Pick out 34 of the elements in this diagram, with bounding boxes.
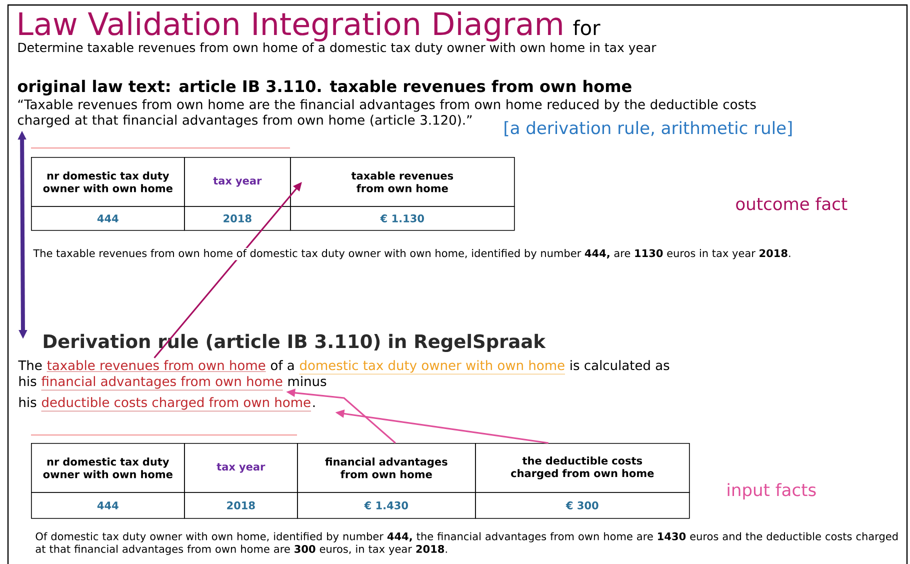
value-cell: 2018 — [184, 492, 298, 519]
linked-term: domestic tax duty owner with own home — [299, 360, 566, 374]
outcome-label: outcome fact — [736, 197, 848, 210]
value-cell: 444 — [31, 492, 185, 519]
fact-sentence: The taxable revenues from own home of domestic tax duty owner with own home, identified by number 444, are 1130 euros in tax year 2018. — [32, 248, 792, 260]
value-cell: € 1.430 — [297, 492, 476, 519]
linked-term: taxable revenues from own home — [46, 360, 266, 372]
input-label: input facts — [728, 483, 816, 500]
header-cell: tax year — [184, 157, 291, 207]
value-cell: 444 — [31, 206, 185, 231]
rule-text: . — [313, 405, 315, 407]
header-cell: nr domestic tax duty owner with own home — [31, 443, 185, 493]
rule-text: of a — [270, 360, 294, 370]
rule-text: The — [18, 360, 42, 370]
value-cell: 2018 — [184, 206, 291, 231]
linked-term: deductible costs charged from own home — [41, 397, 312, 412]
section-heading: original law text: article IB 3.110. taxable revenues from own home — [18, 80, 632, 96]
value-cell: € 1.130 — [290, 206, 515, 231]
title-suffix: for — [573, 20, 600, 36]
header-cell: financial advantages from own home — [297, 443, 476, 493]
rule-text: his — [19, 376, 36, 386]
header-cell: taxable revenues from own home — [290, 157, 515, 207]
rule-text: minus — [288, 376, 326, 386]
header-cell: nr domestic tax duty owner with own home — [31, 157, 185, 207]
title: Law Validation Integration Diagram — [19, 11, 562, 42]
subtitle: Determine taxable revenues from own home of a domestic tax duty owner with own home in tax year — [18, 42, 656, 55]
annotation: [a derivation rule, arithmetic rule] — [504, 121, 792, 136]
fact-sentence: Of domestic tax duty owner with own home, identified by number 444, the financial advantages from own home are 1430 euros and the deductible costs charged at that financial advantages from own home are 300 euros, in tax year 2018. — [36, 532, 898, 555]
header-cell: the deductible costs charged from own home — [475, 443, 690, 493]
rule-text: his — [19, 397, 36, 408]
value-cell: € 300 — [475, 492, 690, 519]
rule-text: is calculated as — [570, 360, 670, 370]
linked-term: financial advantages from own home — [41, 376, 284, 390]
header-cell: tax year — [184, 443, 298, 493]
